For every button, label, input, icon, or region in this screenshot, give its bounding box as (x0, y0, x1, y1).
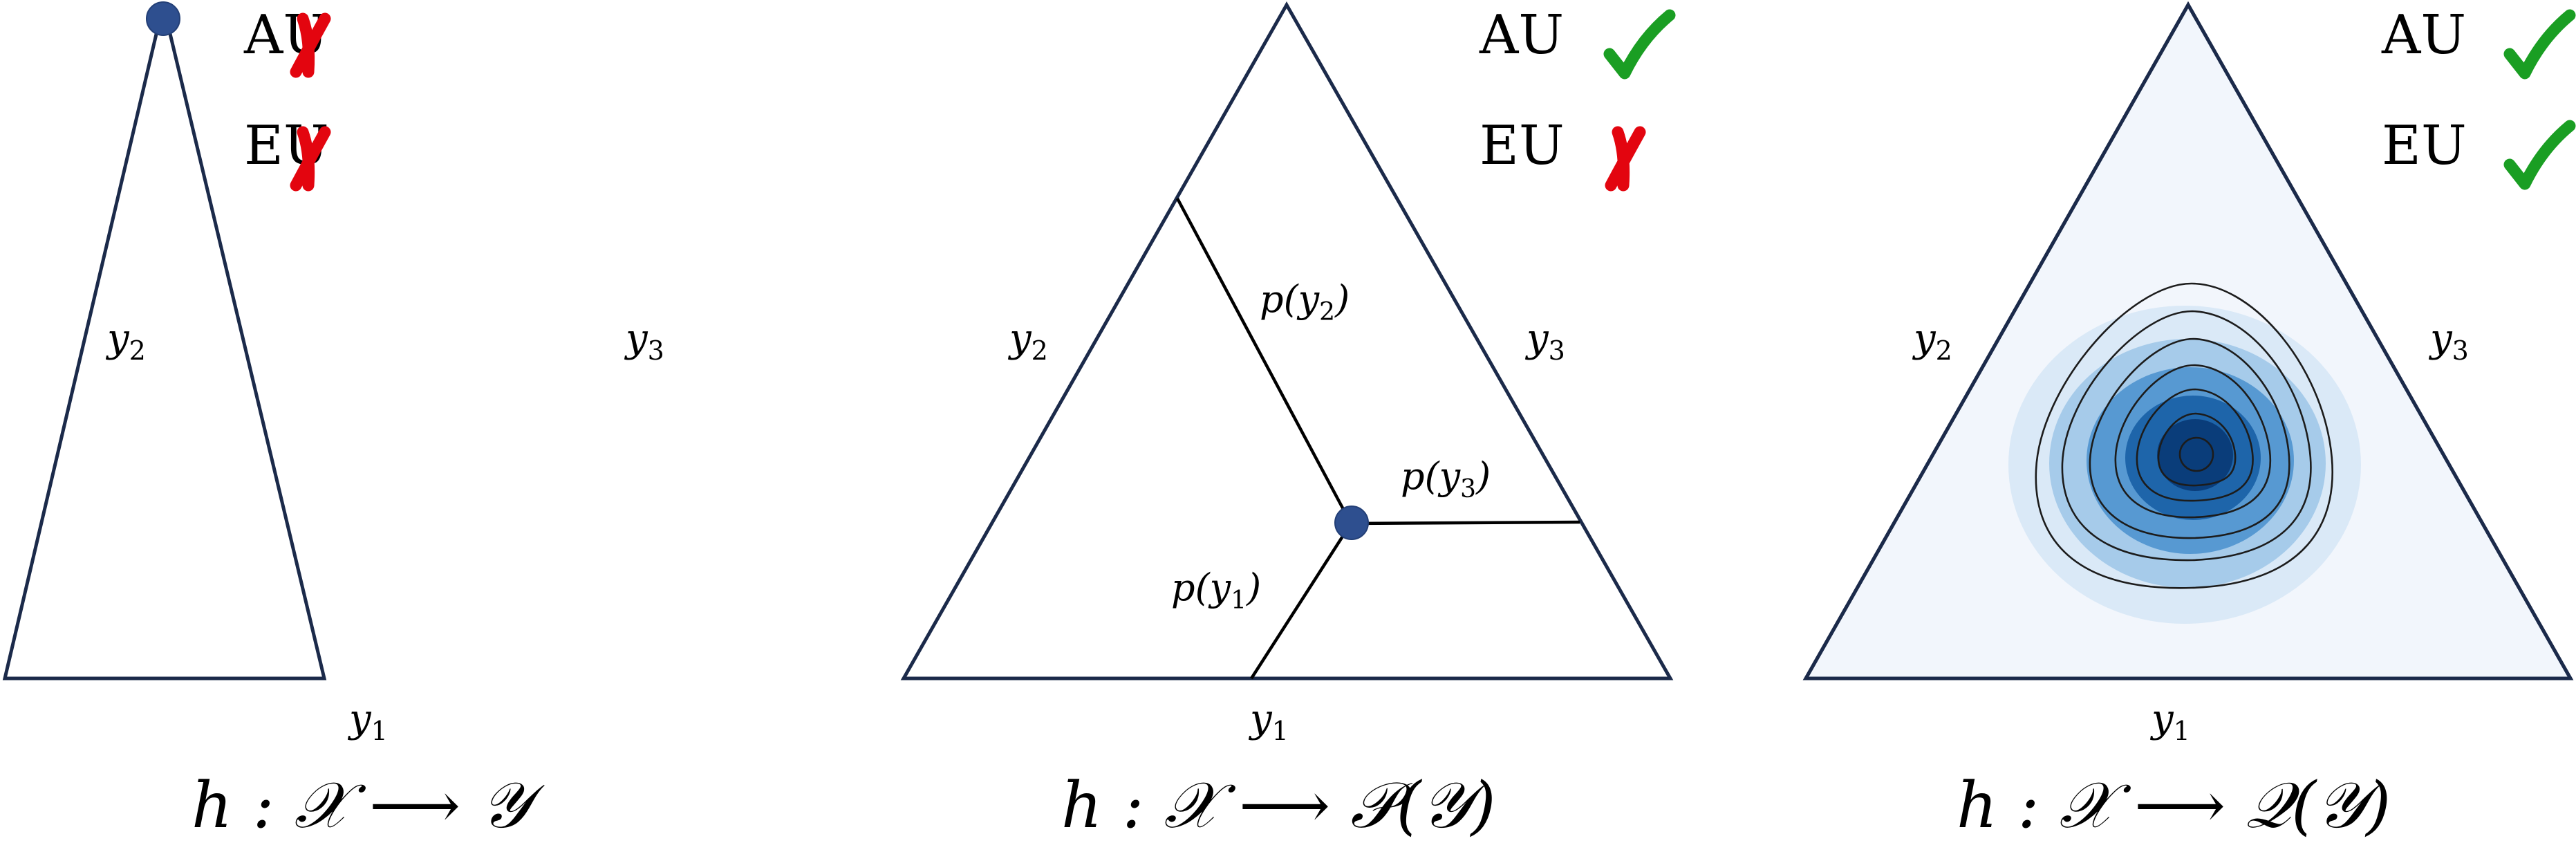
vertex-label-y3-sub: 3 (648, 335, 664, 366)
prob-label-y1: p(y1) (1171, 566, 1261, 615)
eu-label: EU (2382, 115, 2467, 177)
divider-y1 (1250, 522, 1352, 680)
simplex-triangle (900, 1, 1674, 680)
panel-second-order: AU EU y2 y3 y1 h : 𝒳 ⟶ 𝒬(𝒴) (1802, 1, 2576, 842)
vertex-label-y3: y3 (1524, 316, 1565, 366)
distribution-point (1334, 506, 1369, 540)
vertex-label-y1: y1 (2149, 696, 2190, 746)
panel-deterministic: AU EU y2 y3 y1 h : 𝒳 ⟶ 𝒴 (2, 1, 664, 842)
au-label: AU (1479, 4, 1564, 66)
prob-label-y3-sub: 3 (1460, 475, 1476, 503)
prob-label-y1-main: p(y (1171, 566, 1232, 609)
vertex-label-y3-main: y (624, 316, 648, 361)
prob-label-y2-sub: 2 (1319, 298, 1335, 326)
vertex-label-y3-main: y (2428, 316, 2453, 361)
divider-y2 (1176, 197, 1352, 525)
vertex-prediction-point (146, 1, 180, 36)
contour-line (2035, 282, 2333, 589)
vertex-label-y2-main: y (1912, 316, 1936, 361)
vertex-label-y2-sub: 2 (129, 335, 146, 366)
cross-icon (290, 126, 331, 192)
mapping-formula: h : 𝒳 ⟶ 𝒴 (192, 768, 545, 842)
prob-label-y2: p(y2) (1260, 277, 1350, 326)
vertex-label-y3: y3 (2428, 316, 2469, 366)
check-icon (2503, 120, 2576, 190)
prob-label-y3: p(y3) (1401, 454, 1491, 503)
vertex-label-y1-main: y (2149, 696, 2174, 741)
contour-line (2178, 436, 2214, 472)
vertex-label-y3-sub: 3 (2452, 335, 2469, 366)
mapping-formula: h : 𝒳 ⟶ 𝒬(𝒴) (1957, 768, 2391, 842)
vertex-label-y3: y3 (624, 316, 664, 366)
check-icon (1603, 9, 1676, 80)
prob-label-y1-close: ) (1246, 566, 1261, 609)
vertex-label-y2: y2 (105, 316, 146, 366)
prob-label-y3-main: p(y (1401, 454, 1462, 498)
vertex-label-y3-sub: 3 (1549, 335, 1565, 366)
eu-label: EU (1480, 115, 1565, 177)
contour-line (2061, 310, 2312, 562)
second-order-density (2008, 282, 2361, 624)
vertex-label-y3-main: y (1524, 316, 1549, 361)
vertex-label-y1: y1 (1248, 696, 1289, 746)
vertex-label-y2: y2 (1912, 316, 1952, 366)
vertex-label-y1-sub: 1 (2174, 716, 2190, 746)
vertex-label-y2-main: y (1007, 316, 1032, 361)
density-peak (2157, 419, 2233, 491)
vertex-label-y1-sub: 1 (1272, 716, 1289, 746)
prob-label-y3-close: ) (1475, 454, 1491, 498)
panel-probabilistic: AU EU p(y2) p(y3) p(y1) y2 y3 y1 h : 𝒳 ⟶… (900, 1, 1676, 842)
vertex-label-y2-sub: 2 (1032, 335, 1048, 366)
vertex-label-y2-sub: 2 (1936, 335, 1952, 366)
cross-icon (290, 12, 331, 78)
vertex-label-y2-main: y (105, 316, 130, 361)
cross-icon (1605, 126, 1646, 192)
vertex-label-y1: y1 (347, 696, 388, 746)
vertex-label-y1-sub: 1 (371, 716, 388, 746)
prob-label-y2-main: p(y (1260, 277, 1320, 321)
vertex-label-y2: y2 (1007, 316, 1048, 366)
au-label: AU (2381, 4, 2466, 66)
mapping-formula: h : 𝒳 ⟶ 𝒫(𝒴) (1061, 768, 1495, 842)
contour-line (2089, 337, 2290, 539)
prob-label-y1-sub: 1 (1231, 586, 1247, 615)
simplex-triangle-outline (1802, 1, 2574, 680)
contour-line (2136, 388, 2254, 502)
vertex-label-y1-main: y (1248, 696, 1273, 741)
prob-label-y2-close: ) (1334, 277, 1350, 321)
simplex-triangle (2, 4, 327, 680)
divider-y3 (1350, 520, 1580, 526)
contour-line (2114, 364, 2272, 519)
check-icon (2503, 9, 2576, 80)
contour-line (2157, 412, 2237, 487)
vertex-label-y1-main: y (347, 696, 372, 741)
